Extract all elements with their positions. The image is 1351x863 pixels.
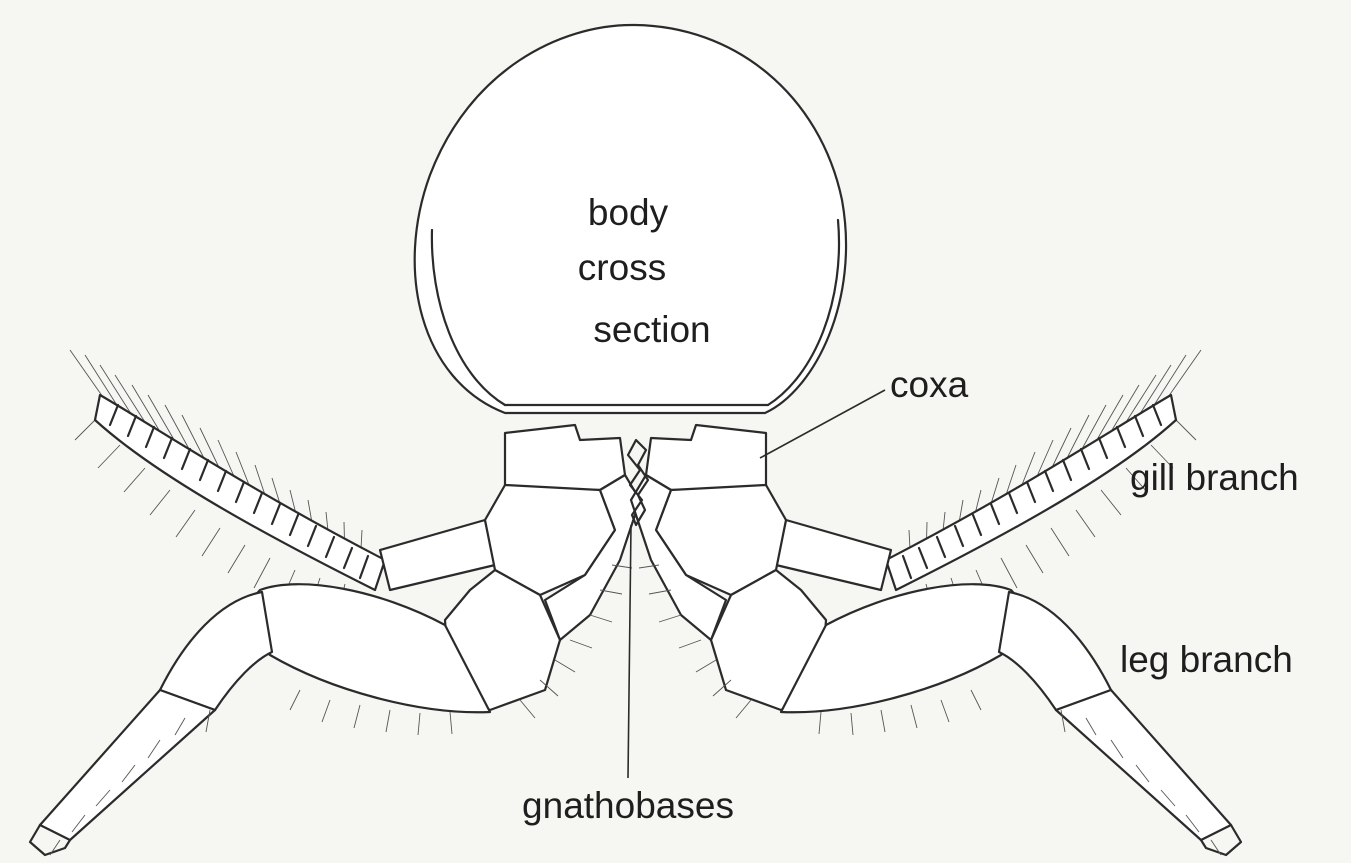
right-limb — [631, 350, 1241, 855]
left-leg-tibia — [160, 592, 272, 710]
left-gill-stem — [380, 520, 495, 590]
right-coxa — [646, 425, 766, 490]
gnathobases-label: gnathobases — [522, 785, 734, 826]
right-gill-stem — [776, 520, 891, 590]
gill-branch-label: gill branch — [1130, 457, 1299, 498]
leg-branch-label: leg branch — [1120, 639, 1293, 680]
body-label-line-2: cross — [578, 247, 666, 288]
body-label-line-1: body — [588, 192, 669, 233]
left-limb — [30, 350, 640, 855]
right-leg-femur — [781, 584, 1022, 712]
left-gill-branch — [95, 395, 385, 590]
left-coxa — [505, 425, 625, 490]
gnathobases-leader-line — [628, 525, 631, 778]
right-leg-tibia — [999, 592, 1111, 710]
left-leg-tarsus — [40, 690, 215, 840]
coxa-label: coxa — [890, 364, 969, 405]
left-leg-femur — [249, 584, 490, 712]
right-leg-tarsus — [1056, 690, 1231, 840]
body-label-line-3: section — [593, 309, 710, 350]
